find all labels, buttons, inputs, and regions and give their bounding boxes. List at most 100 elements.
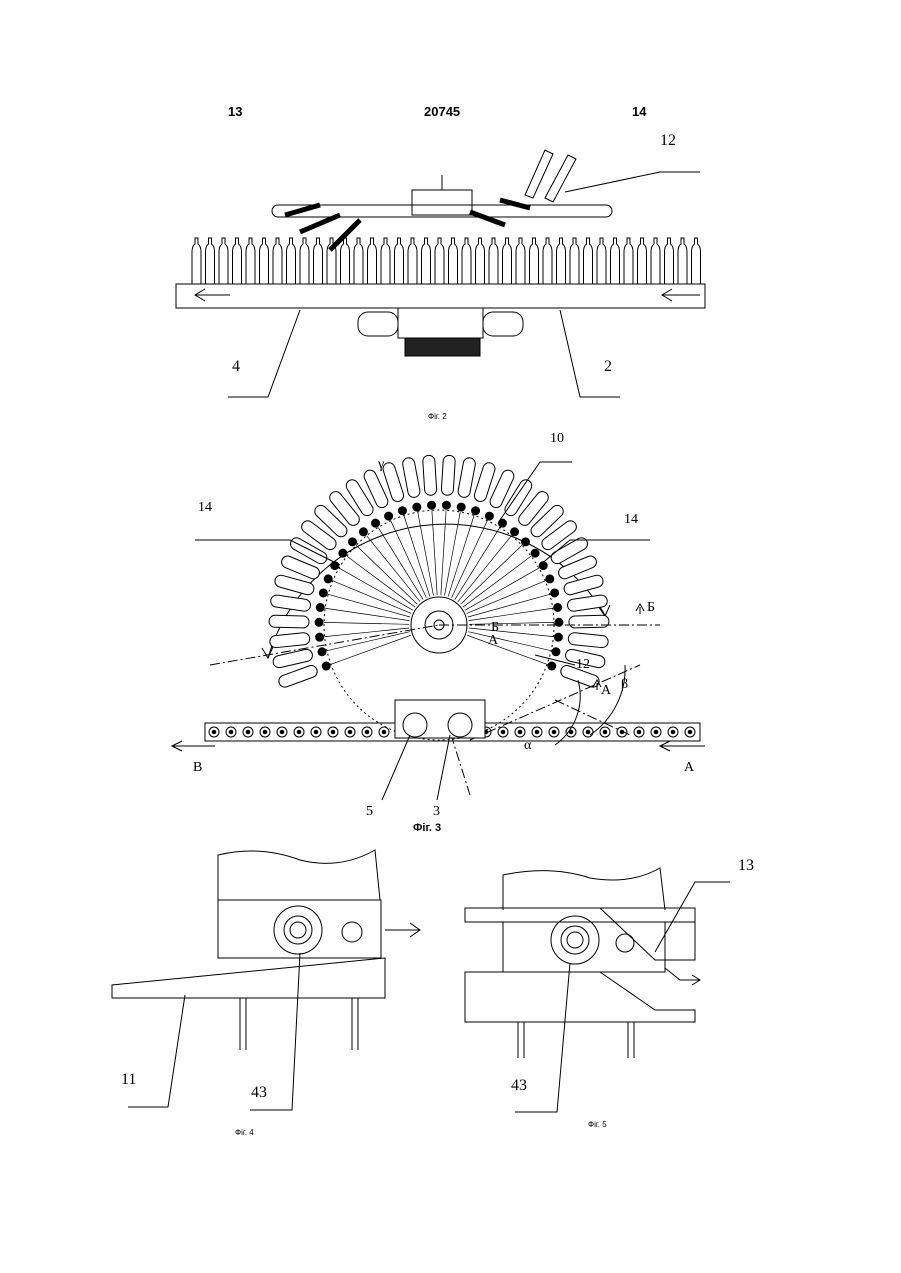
bottle [570, 238, 579, 284]
bottle [300, 238, 309, 284]
radial-bottle [272, 648, 314, 669]
leader-12 [565, 172, 700, 192]
leader-13 [655, 882, 730, 952]
bottle [489, 238, 498, 284]
section-mark-a-right: А [601, 683, 611, 699]
ref-11: 11 [121, 1071, 136, 1089]
bottle [584, 238, 593, 284]
ref-5: 5 [366, 804, 373, 820]
radial-bottle [422, 455, 436, 496]
fig4-block [218, 900, 381, 958]
ref-3: 3 [433, 804, 440, 820]
bottle [395, 238, 404, 284]
fig4-roller [274, 906, 322, 954]
ref-43-fig4: 43 [251, 1084, 267, 1102]
leader-5 [382, 735, 410, 800]
leader-3 [437, 735, 450, 800]
fig3-caption: Фіг. 3 [413, 822, 441, 834]
carousel-spokes [269, 455, 609, 689]
radial-bottle [457, 457, 476, 499]
gripper-arms [285, 200, 530, 250]
fig5-drawing [465, 868, 730, 1112]
bottle [516, 238, 525, 284]
radial-bottle [269, 632, 310, 648]
ref-2: 2 [604, 358, 612, 376]
bottle [435, 238, 444, 284]
fig5-caption: Фіг. 5 [588, 1120, 607, 1129]
bottle-row [192, 238, 701, 284]
bottle [192, 238, 201, 284]
bottle [246, 238, 255, 284]
bottle [665, 238, 674, 284]
bottle [678, 238, 687, 284]
bottle [638, 238, 647, 284]
bottle [543, 238, 552, 284]
radial-bottle [269, 615, 309, 628]
angle-gamma: γ [378, 457, 384, 473]
fig4-caption: Фіг. 4 [235, 1128, 254, 1137]
ref-14-left: 14 [198, 500, 212, 516]
leader-4 [228, 310, 300, 397]
bottle [530, 238, 539, 284]
fig4-drawing [112, 850, 420, 1110]
bottle [314, 238, 323, 284]
ref-4: 4 [232, 358, 240, 376]
ref-12-fig2: 12 [660, 132, 676, 150]
fig2-caption: Фіг. 2 [428, 412, 447, 421]
bottle [273, 238, 282, 284]
beta-line [470, 665, 640, 740]
bottle [597, 238, 606, 284]
radial-bottle [402, 457, 421, 499]
section-mark-a-center: А [488, 633, 498, 649]
radial-bottle [568, 632, 609, 648]
arrow-out [172, 741, 215, 751]
direction-a: A [684, 760, 694, 776]
bottle [651, 238, 660, 284]
bottle [611, 238, 620, 284]
leader-11 [128, 995, 185, 1107]
bottle [260, 238, 269, 284]
fig3-drawing [172, 455, 705, 800]
bottle [422, 238, 431, 284]
bottle [206, 238, 215, 284]
ref-43-fig5: 43 [511, 1077, 527, 1095]
fig5-bottom-bar [465, 972, 695, 1022]
ref-13: 13 [738, 857, 754, 875]
angle-alpha: α [524, 738, 531, 754]
bottle [354, 238, 363, 284]
fig4-arrow [385, 923, 420, 937]
direction-b: B [193, 760, 202, 776]
leader-2 [560, 310, 620, 397]
gamma-start-line [210, 625, 439, 665]
section-mark-b-right: Б [647, 600, 655, 616]
bottle [503, 238, 512, 284]
bottle [476, 238, 485, 284]
bottle [449, 238, 458, 284]
conveyor-arrow-left [195, 289, 230, 301]
ref-10: 10 [550, 431, 564, 447]
angle-beta: β [621, 677, 628, 693]
bottle [219, 238, 228, 284]
radial-bottle [277, 664, 319, 689]
carousel-hub [412, 190, 472, 215]
fig2-drawing [176, 150, 705, 397]
bottle [233, 238, 242, 284]
radial-bottle [270, 594, 311, 612]
radial-bottle [441, 455, 455, 496]
conveyor-belt [176, 284, 705, 308]
bottle [368, 238, 377, 284]
bottle [624, 238, 633, 284]
fig5-top-bar [465, 908, 695, 922]
radial-bottle [569, 615, 609, 628]
bottle [462, 238, 471, 284]
bottle [341, 238, 350, 284]
conveyor-arrow-right [662, 289, 700, 301]
bottle [408, 238, 417, 284]
fig4-cam-11 [112, 958, 385, 998]
bottle [692, 238, 701, 284]
bottle [381, 238, 390, 284]
ref-12-fig3: 12 [576, 657, 590, 673]
bottle [287, 238, 296, 284]
bottle [557, 238, 566, 284]
fig4-housing-top [218, 850, 380, 900]
